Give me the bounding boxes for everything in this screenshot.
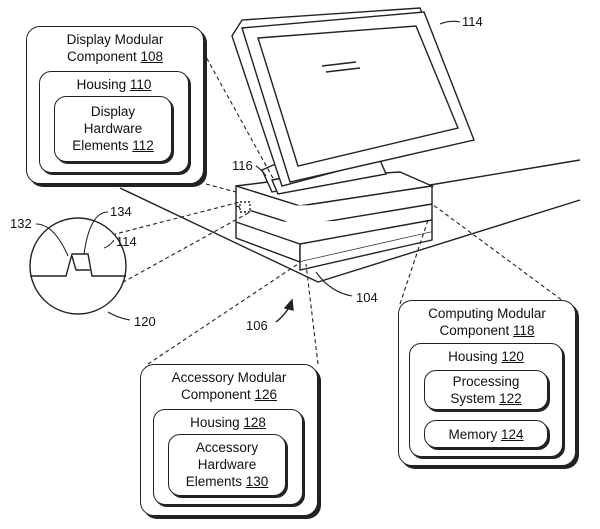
accessory-component-title-line1: Accessory Modular <box>171 370 287 385</box>
base-stack <box>235 171 435 271</box>
accessory-housing: Housing 128 Accessory Hardware Elements … <box>153 409 303 505</box>
connector-display-b <box>205 183 237 193</box>
detail-circle <box>29 217 127 315</box>
accessory-hardware-label: Accessory Hardware Elements 130 <box>169 439 285 490</box>
leader-104 <box>315 271 353 297</box>
accessory-housing-ref: 128 <box>243 415 266 430</box>
display-housing: Housing 110 Display Hardware Elements 11… <box>39 71 189 173</box>
connector-computing-b <box>431 203 579 313</box>
memory-label: Memory 124 <box>425 426 547 443</box>
display-component-title: Display Modular Component 108 <box>27 31 203 65</box>
ref-114-monitor: 114 <box>462 14 483 29</box>
display-component-title-line2: Component <box>66 49 137 64</box>
leader-detail-120 <box>107 311 131 321</box>
computing-housing: Housing 120 Processing System 122 Memory… <box>409 343 563 457</box>
arrow-106-head <box>283 298 294 311</box>
processing-line1: Processing <box>452 374 520 389</box>
memory: Memory 124 <box>424 420 548 448</box>
computing-modular-component: Computing Modular Component 118 Housing … <box>398 300 576 466</box>
accessory-component-title-line2: Component <box>180 387 251 402</box>
leader-114 <box>439 20 461 25</box>
ref-134-notch: 134 <box>110 204 132 219</box>
ref-104-base: 104 <box>356 290 378 305</box>
processing-system: Processing System 122 <box>424 370 548 410</box>
ref-114-detail: 114 <box>116 234 137 249</box>
display-hw-ref: 112 <box>132 138 154 153</box>
accessory-component-title: Accessory Modular Component 126 <box>141 369 317 403</box>
screen-glyph-2 <box>325 67 361 73</box>
arrow-106 <box>275 298 294 323</box>
computing-component-title-line1: Computing Modular <box>428 306 546 321</box>
computing-housing-label: Housing 120 <box>410 348 562 365</box>
computing-component-ref: 118 <box>513 323 535 338</box>
port-marker <box>239 201 251 213</box>
notch-profile <box>30 253 126 277</box>
display-hardware-elements: Display Hardware Elements 112 <box>54 96 172 162</box>
processing-system-label: Processing System 122 <box>425 373 547 407</box>
detail-circle-outline <box>29 217 127 315</box>
accessory-modular-component: Accessory Modular Component 126 Housing … <box>140 364 318 516</box>
display-hw-line2: Hardware <box>83 121 143 136</box>
accessory-hardware-elements: Accessory Hardware Elements 130 <box>168 434 286 496</box>
display-housing-ref: 110 <box>129 77 152 92</box>
monitor <box>231 7 475 187</box>
base-layer-2 <box>235 219 433 245</box>
computing-housing-text: Housing <box>448 349 498 364</box>
display-hw-line1: Display <box>90 104 136 119</box>
display-component-title-line1: Display Modular <box>66 32 164 47</box>
processing-line2: System <box>450 391 496 406</box>
display-hardware-label: Display Hardware Elements 112 <box>55 103 171 154</box>
monitor-screen <box>257 25 459 167</box>
table-edge-line-right <box>429 159 581 186</box>
ref-120-detail: 120 <box>134 314 156 329</box>
memory-text: Memory <box>448 427 498 442</box>
computing-housing-ref: 120 <box>501 349 524 364</box>
computing-component-title-line2: Component <box>439 323 510 338</box>
notch-inner <box>71 255 90 271</box>
display-housing-label: Housing 110 <box>40 76 188 93</box>
screen-glyph-1 <box>321 61 357 67</box>
connector-detail-a <box>91 201 241 241</box>
display-component-ref: 108 <box>140 49 164 64</box>
accessory-hw-line1: Accessory <box>195 440 259 455</box>
accessory-hw-line2: Hardware <box>197 457 257 472</box>
accessory-component-ref: 126 <box>254 387 278 402</box>
computing-component-title: Computing Modular Component 118 <box>399 305 575 339</box>
leader-116 <box>255 165 267 177</box>
accessory-housing-label: Housing 128 <box>154 414 302 431</box>
display-housing-text: Housing <box>76 77 127 92</box>
base-shadow <box>299 232 433 271</box>
accessory-hw-ref: 130 <box>245 474 269 489</box>
leader-132 <box>35 223 69 257</box>
accessory-hw-line3: Elements <box>185 474 242 489</box>
connector-computing-a <box>399 219 429 305</box>
leader-lines <box>35 20 461 321</box>
processing-ref: 122 <box>499 391 522 406</box>
leader-134 <box>83 211 109 255</box>
connector-accessory-b <box>305 263 319 365</box>
connector-display-a <box>199 45 275 181</box>
ref-116-neck: 116 <box>232 158 253 173</box>
display-modular-component: Display Modular Component 108 Housing 11… <box>26 26 204 184</box>
leader-detail-114 <box>103 239 115 249</box>
ref-106-system: 106 <box>246 318 268 333</box>
display-hw-line3: Elements <box>72 138 129 153</box>
table-edge-line <box>119 187 581 283</box>
memory-ref: 124 <box>501 427 524 442</box>
ref-132-notch: 132 <box>10 216 32 231</box>
connector-accessory-a <box>147 263 299 365</box>
accessory-housing-text: Housing <box>190 415 240 430</box>
